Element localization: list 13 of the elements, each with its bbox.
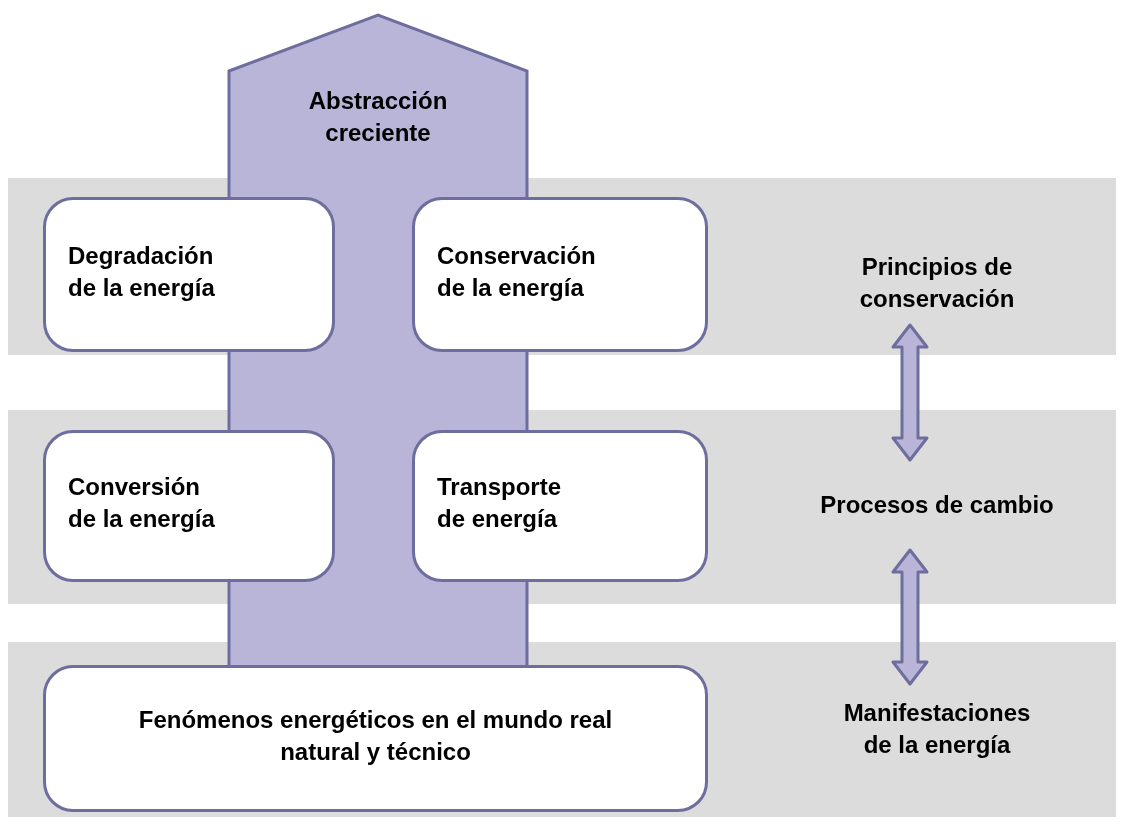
level-label: Principios de conservación (858, 251, 1016, 314)
band-background (8, 642, 1116, 817)
shape-label: Abstracción creciente (307, 86, 449, 148)
rounded-box: Degradación de la energía (43, 197, 335, 352)
level-label: Procesos de cambio (820, 490, 1054, 520)
rounded-box: Conversión de la energía (43, 430, 335, 582)
band-background (8, 178, 1116, 355)
level-label: Manifestaciones de la energía (842, 698, 1032, 760)
rounded-box: Conservación de la energía (412, 197, 708, 352)
double-arrow (891, 323, 929, 462)
double-arrow (891, 548, 929, 686)
rounded-box: Transporte de energía (412, 430, 708, 582)
rounded-box: Fenómenos energéticos en el mundo real natural y técnico (43, 665, 708, 812)
